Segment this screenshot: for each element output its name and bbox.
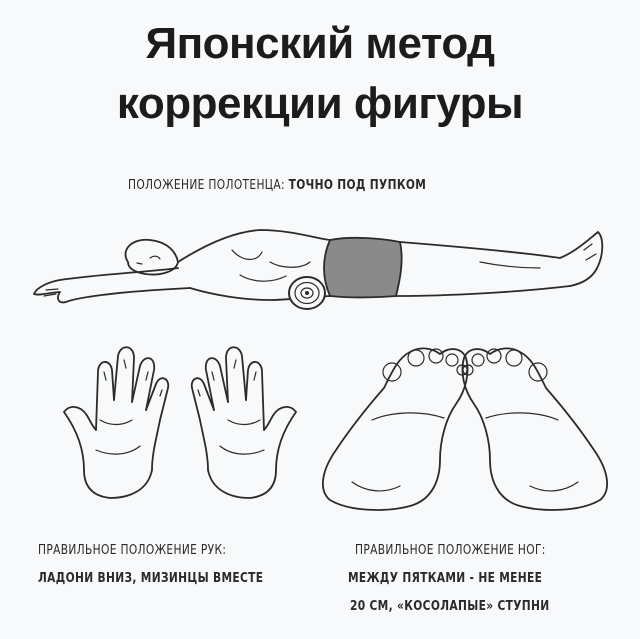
towel-roll-icon [288,276,326,310]
feet-caption-heading: ПРАВИЛЬНОЕ ПОЛОЖЕНИЕ НОГ: [355,543,546,558]
feet-caption-detail-2: 20 СМ, «КОСОЛАПЫЕ» СТУПНИ [350,599,550,614]
towel-caption-label: ПОЛОЖЕНИЕ ПОЛОТЕНЦА: [128,178,285,193]
right-foot-icon [461,347,608,511]
title-line-2: коррекции фигуры [116,79,524,128]
left-hand-icon [63,346,170,499]
hands-caption-detail: ЛАДОНИ ВНИЗ, МИЗИНЦЫ ВМЕСТЕ [38,571,264,586]
hands-caption-heading: ПРАВИЛЬНОЕ ПОЛОЖЕНИЕ РУК: [38,543,227,558]
right-hand-icon [190,346,297,499]
feet-caption-detail-1: МЕЖДУ ПЯТКАМИ - НЕ МЕНЕЕ [348,571,543,586]
page-title: Японский метод коррекции фигуры [0,14,640,134]
left-foot-icon [322,347,469,511]
towel-caption-value: ТОЧНО ПОД ПУПКОМ [288,178,427,193]
title-line-1: Японский метод [145,19,495,68]
towel-caption: ПОЛОЖЕНИЕ ПОЛОТЕНЦА: ТОЧНО ПОД ПУПКОМ [128,178,426,193]
